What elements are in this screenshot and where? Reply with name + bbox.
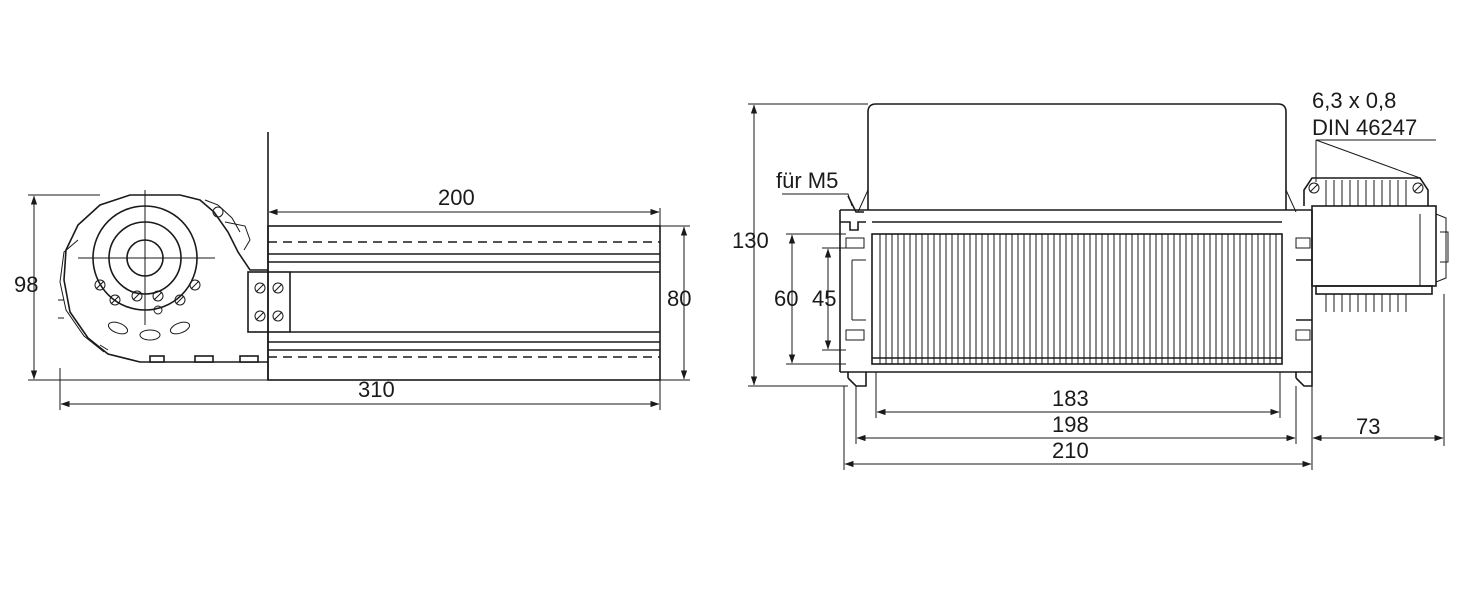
frame bbox=[839, 195, 1313, 387]
motor-cover bbox=[867, 103, 1287, 210]
dim-right-motor-73: 73 bbox=[1356, 414, 1380, 439]
left-view: 98 200 80 310 bbox=[14, 132, 691, 410]
dim-left-length-200: 200 bbox=[438, 185, 475, 210]
motor bbox=[1303, 177, 1449, 312]
dim-right-slot-60: 60 bbox=[774, 286, 798, 311]
dim-right-height-130: 130 bbox=[732, 228, 769, 253]
dim-right-slot-45: 45 bbox=[812, 286, 836, 311]
dim-right-width-198: 198 bbox=[1052, 412, 1089, 437]
dim-left-height-80: 80 bbox=[667, 286, 691, 311]
note-mount-thread: für M5 bbox=[776, 168, 838, 193]
dim-left-length-310: 310 bbox=[358, 377, 395, 402]
cooling-fins bbox=[871, 233, 1283, 365]
note-terminal-size: 6,3 x 0,8 bbox=[1312, 88, 1396, 113]
roller-body bbox=[267, 132, 661, 381]
dim-right-width-183: 183 bbox=[1052, 386, 1089, 411]
note-terminal-standard: DIN 46247 bbox=[1312, 115, 1417, 140]
terminal-block bbox=[247, 271, 291, 333]
right-dimensions: 130 60 45 183 198 210 73 bbox=[732, 103, 1445, 470]
dim-right-width-210: 210 bbox=[1052, 438, 1089, 463]
right-view: 130 60 45 183 198 210 73 für M5 6,3 x 0,… bbox=[732, 88, 1449, 470]
housing-screws bbox=[94, 279, 201, 341]
blower-housing bbox=[58, 190, 268, 363]
left-dimensions: 98 200 80 310 bbox=[14, 185, 691, 410]
dim-left-height-98: 98 bbox=[14, 272, 38, 297]
